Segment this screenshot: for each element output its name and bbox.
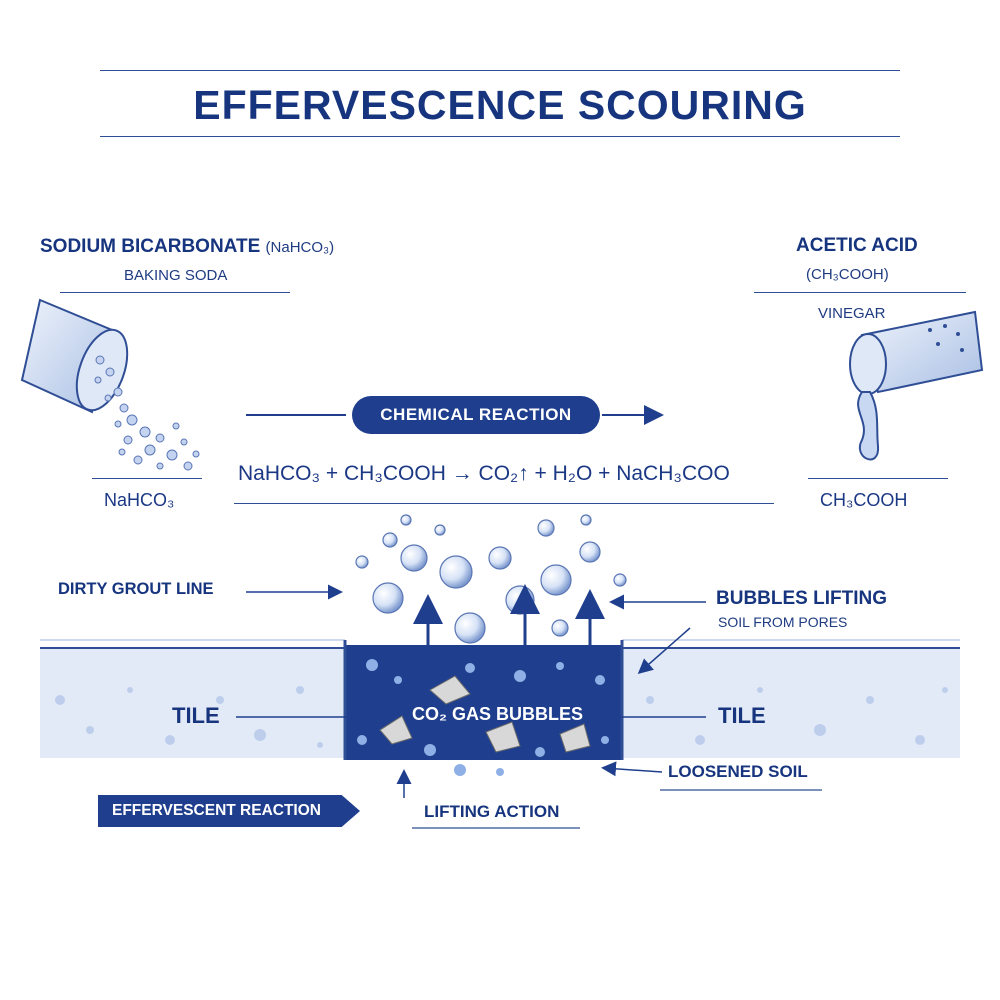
chemical-reaction-badge: CHEMICAL REACTION bbox=[352, 396, 600, 434]
vinegar-bottle-icon bbox=[849, 310, 984, 461]
tile-right-surface bbox=[622, 639, 960, 758]
right-reagent-name: ACETIC ACID bbox=[796, 235, 918, 256]
left-reagent-heading: SODIUM BICARBONATE (NaHCO₃) bbox=[40, 236, 334, 258]
soil-from-pores-label: SOIL FROM PORES bbox=[718, 614, 848, 630]
grout-line bbox=[343, 640, 624, 776]
left-reagent-common-name: BAKING SODA bbox=[124, 267, 228, 284]
loosened-soil-label: LOOSENED SOIL bbox=[668, 762, 808, 781]
left-reagent-rule bbox=[60, 292, 290, 293]
co2-bubbles-cluster bbox=[355, 514, 627, 644]
reaction-equation: NaHCO₃ + CH₃COOH → CO₂↑ + H₂O + NaCH₃COO bbox=[238, 462, 730, 485]
right-bottom-rule bbox=[808, 478, 948, 479]
effervescent-reaction-banner: EFFERVESCENT REACTION bbox=[98, 795, 360, 827]
title-rule-top bbox=[100, 70, 900, 71]
right-reagent-common-name: VINEGAR bbox=[818, 305, 886, 322]
right-reagent-formula: (CH₃COOH) bbox=[806, 266, 889, 283]
left-bottom-formula: NaHCO₃ bbox=[104, 490, 175, 510]
tile-right-label: TILE bbox=[718, 703, 766, 728]
left-reagent-formula: (NaHCO₃) bbox=[265, 239, 335, 256]
lifting-action-label: LIFTING ACTION bbox=[424, 802, 560, 821]
left-bottom-rule bbox=[92, 478, 202, 479]
loosened-soil-leader bbox=[601, 761, 663, 777]
title-rule-bottom bbox=[100, 136, 900, 137]
right-reagent-rule bbox=[754, 292, 966, 293]
baking-soda-container-icon bbox=[20, 298, 200, 471]
bubbles-lifting-label: BUBBLES LIFTING bbox=[716, 588, 887, 609]
left-reagent-name: SODIUM BICARBONATE bbox=[40, 236, 261, 257]
tile-left-surface bbox=[40, 639, 345, 758]
soil-pores-leader bbox=[637, 627, 691, 674]
tile-left-label: TILE bbox=[172, 703, 220, 728]
right-bottom-formula: CH₃COOH bbox=[820, 490, 908, 510]
dirty-grout-label: DIRTY GROUT LINE bbox=[58, 580, 214, 598]
co2-bubbles-label: CO₂ GAS BUBBLES bbox=[412, 704, 584, 724]
equation-rule bbox=[234, 503, 774, 504]
page-title: EFFERVESCENCE SCOURING bbox=[193, 82, 807, 128]
